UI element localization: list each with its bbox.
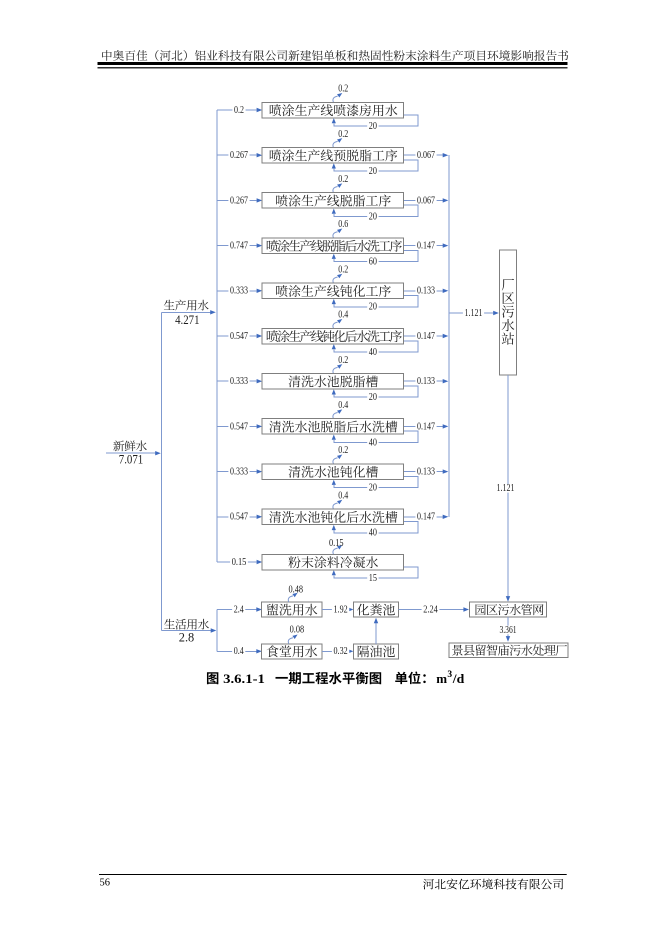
svg-text:0.48: 0.48 xyxy=(289,585,304,596)
svg-text:0.2: 0.2 xyxy=(338,355,348,366)
svg-text:0.2: 0.2 xyxy=(338,264,348,275)
svg-text:0.067: 0.067 xyxy=(417,195,435,206)
svg-text:0.147: 0.147 xyxy=(417,512,435,523)
svg-text:0.147: 0.147 xyxy=(417,421,435,432)
svg-text:2.8: 2.8 xyxy=(179,630,195,644)
svg-text:0.333: 0.333 xyxy=(230,286,248,297)
svg-text:3: 3 xyxy=(447,670,452,680)
svg-text:2.24: 2.24 xyxy=(423,604,438,615)
svg-text:0.4: 0.4 xyxy=(338,490,348,501)
svg-text:3.6.1-1: 3.6.1-1 xyxy=(223,671,265,686)
svg-text:0.333: 0.333 xyxy=(230,376,248,387)
svg-text:20: 20 xyxy=(369,211,377,222)
svg-text:4.271: 4.271 xyxy=(175,313,199,327)
svg-text:20: 20 xyxy=(369,483,377,494)
svg-text:0.4: 0.4 xyxy=(338,400,348,411)
svg-text:0.15: 0.15 xyxy=(232,557,247,568)
svg-text:/d: /d xyxy=(452,671,465,686)
svg-text:0.2: 0.2 xyxy=(338,445,348,456)
svg-text:20: 20 xyxy=(369,392,377,403)
svg-text:0.32: 0.32 xyxy=(334,646,348,657)
svg-text:2.4: 2.4 xyxy=(234,604,244,615)
svg-text:1.92: 1.92 xyxy=(334,604,348,615)
svg-text:0.133: 0.133 xyxy=(417,467,435,478)
svg-text:0.4: 0.4 xyxy=(338,310,348,321)
svg-text:0.15: 0.15 xyxy=(329,538,344,549)
svg-text:0.147: 0.147 xyxy=(417,331,435,342)
svg-text:0.6: 0.6 xyxy=(338,219,348,230)
svg-text:0.547: 0.547 xyxy=(230,331,248,342)
svg-text:20: 20 xyxy=(369,121,377,132)
svg-text:0.267: 0.267 xyxy=(230,150,248,161)
svg-text:20: 20 xyxy=(369,302,377,313)
svg-text:0.333: 0.333 xyxy=(230,467,248,478)
svg-text:15: 15 xyxy=(369,573,377,584)
svg-text:0.747: 0.747 xyxy=(230,241,248,252)
svg-text:7.071: 7.071 xyxy=(119,453,144,467)
svg-text:0.133: 0.133 xyxy=(417,286,435,297)
svg-text:40: 40 xyxy=(369,528,377,539)
svg-text:0.2: 0.2 xyxy=(234,105,244,116)
svg-text:1.121: 1.121 xyxy=(497,483,515,494)
svg-text:20: 20 xyxy=(369,166,377,177)
svg-text:0.267: 0.267 xyxy=(230,195,248,206)
svg-text:56: 56 xyxy=(100,877,111,889)
svg-text:0.147: 0.147 xyxy=(417,241,435,252)
svg-text:0.2: 0.2 xyxy=(338,129,348,140)
svg-text:0.2: 0.2 xyxy=(338,174,348,185)
svg-text:0.133: 0.133 xyxy=(417,376,435,387)
svg-text:0.547: 0.547 xyxy=(230,512,248,523)
svg-text:60: 60 xyxy=(369,257,377,268)
svg-text:40: 40 xyxy=(369,347,377,358)
svg-text:0.547: 0.547 xyxy=(230,421,248,432)
svg-text:0.2: 0.2 xyxy=(338,84,348,95)
svg-text:m: m xyxy=(436,671,447,686)
svg-text:0.067: 0.067 xyxy=(417,150,435,161)
svg-text:0.4: 0.4 xyxy=(234,646,244,657)
svg-text:0.08: 0.08 xyxy=(290,625,305,636)
svg-text:3.361: 3.361 xyxy=(499,625,516,636)
svg-text:1.121: 1.121 xyxy=(465,308,483,319)
svg-text:40: 40 xyxy=(369,437,377,448)
